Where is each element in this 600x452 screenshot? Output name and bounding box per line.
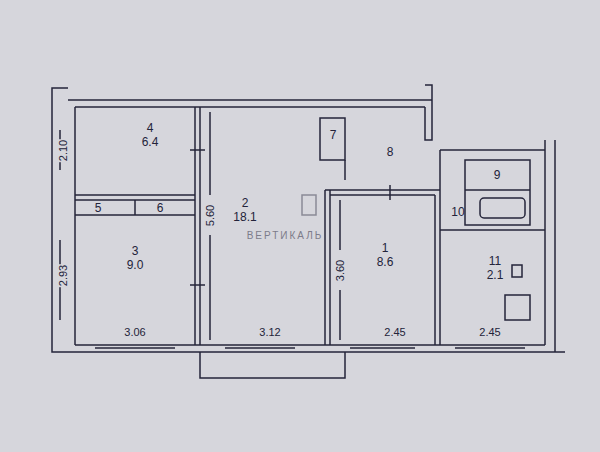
room-area: 18.1 (233, 210, 256, 224)
room-label: 7 (330, 128, 337, 142)
room-number: 7 (330, 128, 337, 142)
room-number: 10 (451, 205, 464, 219)
room-label: 112.1 (487, 254, 504, 282)
dimension: 2.45 (384, 326, 405, 339)
room-area: 6.4 (142, 135, 159, 149)
room-area: 2.1 (487, 268, 504, 282)
room-number: 3 (127, 244, 144, 258)
room-number: 8 (387, 145, 394, 159)
dimension: 2.45 (479, 326, 500, 339)
watermark: ВЕРТИКАЛЬ (247, 229, 324, 242)
room-area: 9.0 (127, 258, 144, 272)
room-label: 5 (95, 201, 102, 215)
dimension: 3.60 (334, 258, 347, 281)
room-label: 39.0 (127, 244, 144, 272)
room-number: 4 (142, 121, 159, 135)
room-label: 10 (451, 205, 464, 219)
room-area: 8.6 (377, 255, 394, 269)
room-label: 9 (494, 168, 501, 182)
room-number: 5 (95, 201, 102, 215)
room-number: 9 (494, 168, 501, 182)
dimension: 2.93 (57, 263, 70, 286)
dimension: 3.06 (124, 326, 145, 339)
room-label: 8 (387, 145, 394, 159)
room-label: 18.6 (377, 241, 394, 269)
dimension: 3.12 (259, 326, 280, 339)
room-number: 2 (233, 196, 256, 210)
dimension: 5.60 (204, 203, 217, 226)
room-label: 46.4 (142, 121, 159, 149)
room-number: 6 (157, 201, 164, 215)
room-label: 218.1 (233, 196, 256, 224)
room-number: 1 (377, 241, 394, 255)
dimension: 2.10 (57, 138, 70, 161)
room-label: 6 (157, 201, 164, 215)
room-number: 11 (487, 254, 504, 268)
